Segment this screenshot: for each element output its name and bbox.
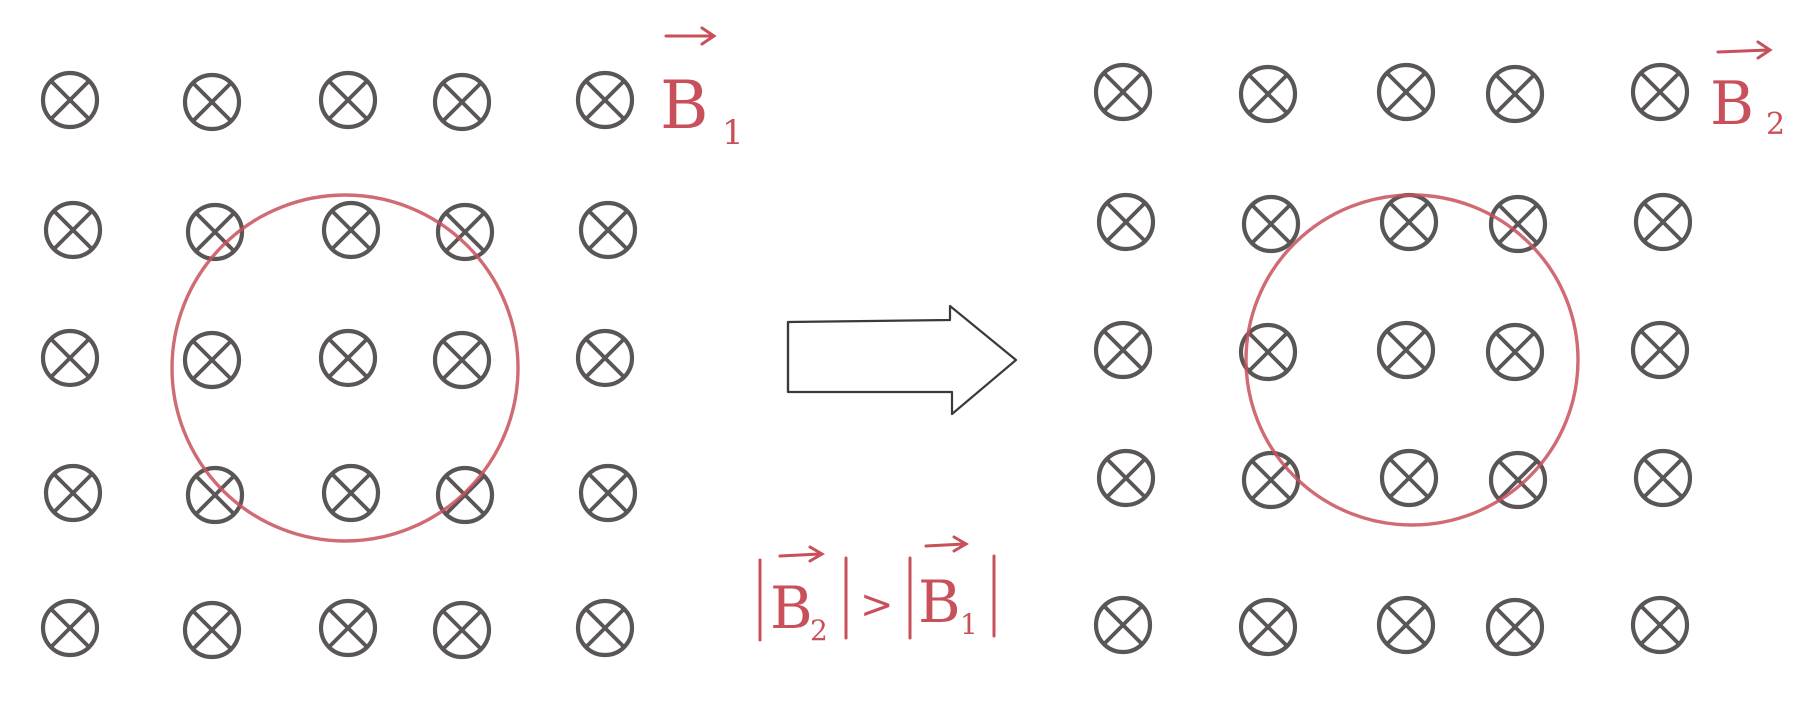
- right-into-page-cross-icon: [1488, 450, 1548, 510]
- right-into-page-cross-icon: [1488, 194, 1548, 254]
- left-into-page-cross-icon: [43, 200, 103, 260]
- right-into-page-cross-icon: [1379, 192, 1439, 252]
- right-into-page-cross-icon: [1376, 595, 1436, 655]
- left-into-page-cross-icon: [185, 202, 245, 262]
- left-into-page-cross-icon: [182, 72, 242, 132]
- right-into-page-cross-icon: [1093, 320, 1153, 380]
- left-into-page-cross-icon: [318, 70, 378, 130]
- right-into-page-cross-icon: [1096, 192, 1156, 252]
- left-into-page-cross-icon: [318, 598, 378, 658]
- left-into-page-cross-icon: [435, 202, 495, 262]
- magnitude-relation: B 2 > B 1: [758, 535, 996, 647]
- relation-lhs: B: [770, 574, 813, 642]
- transition-arrow: [786, 304, 1018, 416]
- right-into-page-cross-icon: [1096, 448, 1156, 508]
- relation-rhs: B: [918, 568, 961, 636]
- right-field-label: B 2: [1710, 40, 1785, 142]
- left-into-page-cross-icon: [43, 463, 103, 523]
- right-into-page-cross-icon: [1485, 64, 1545, 124]
- left-into-page-cross-icon: [182, 600, 242, 660]
- left-loop: [170, 193, 520, 543]
- right-into-page-cross-icon: [1238, 322, 1298, 382]
- right-into-page-cross-icon: [1485, 597, 1545, 657]
- right-field-grid: [1093, 62, 1693, 657]
- left-into-page-cross-icon: [321, 463, 381, 523]
- right-into-page-cross-icon: [1633, 448, 1693, 508]
- right-into-page-cross-icon: [1630, 595, 1690, 655]
- right-into-page-cross-icon: [1241, 450, 1301, 510]
- left-into-page-cross-icon: [575, 328, 635, 388]
- right-into-page-cross-icon: [1379, 448, 1439, 508]
- left-into-page-cross-icon: [185, 465, 245, 525]
- left-field-grid: [40, 70, 638, 660]
- left-into-page-cross-icon: [40, 328, 100, 388]
- left-field-label-B: B: [660, 67, 709, 144]
- left-into-page-cross-icon: [40, 70, 100, 130]
- right-field-label-sub: 2: [1766, 107, 1785, 142]
- left-field-label-sub: 1: [722, 113, 744, 153]
- left-into-page-cross-icon: [575, 598, 635, 658]
- right-into-page-cross-icon: [1093, 62, 1153, 122]
- relation-operator: >: [860, 582, 894, 628]
- left-into-page-cross-icon: [321, 200, 381, 260]
- right-into-page-cross-icon: [1238, 64, 1298, 124]
- left-into-page-cross-icon: [318, 328, 378, 388]
- right-into-page-cross-icon: [1238, 597, 1298, 657]
- right-into-page-cross-icon: [1093, 595, 1153, 655]
- left-into-page-cross-icon: [435, 465, 495, 525]
- right-into-page-cross-icon: [1241, 194, 1301, 254]
- right-into-page-cross-icon: [1633, 192, 1693, 252]
- left-into-page-cross-icon: [40, 598, 100, 658]
- left-into-page-cross-icon: [575, 70, 635, 130]
- left-into-page-cross-icon: [432, 600, 492, 660]
- relation-lhs-sub: 2: [810, 614, 828, 647]
- right-field-label-B: B: [1710, 69, 1754, 139]
- right-into-page-cross-icon: [1376, 320, 1436, 380]
- left-field-label: B 1: [660, 26, 744, 153]
- left-into-page-cross-icon: [578, 200, 638, 260]
- right-into-page-cross-icon: [1485, 322, 1545, 382]
- left-into-page-cross-icon: [578, 463, 638, 523]
- right-loop: [1244, 193, 1580, 527]
- right-into-page-cross-icon: [1376, 62, 1436, 122]
- right-into-page-cross-icon: [1630, 320, 1690, 380]
- left-into-page-cross-icon: [182, 330, 242, 390]
- left-into-page-cross-icon: [432, 330, 492, 390]
- right-into-page-cross-icon: [1630, 62, 1690, 122]
- left-into-page-cross-icon: [432, 72, 492, 132]
- relation-rhs-sub: 1: [960, 608, 978, 641]
